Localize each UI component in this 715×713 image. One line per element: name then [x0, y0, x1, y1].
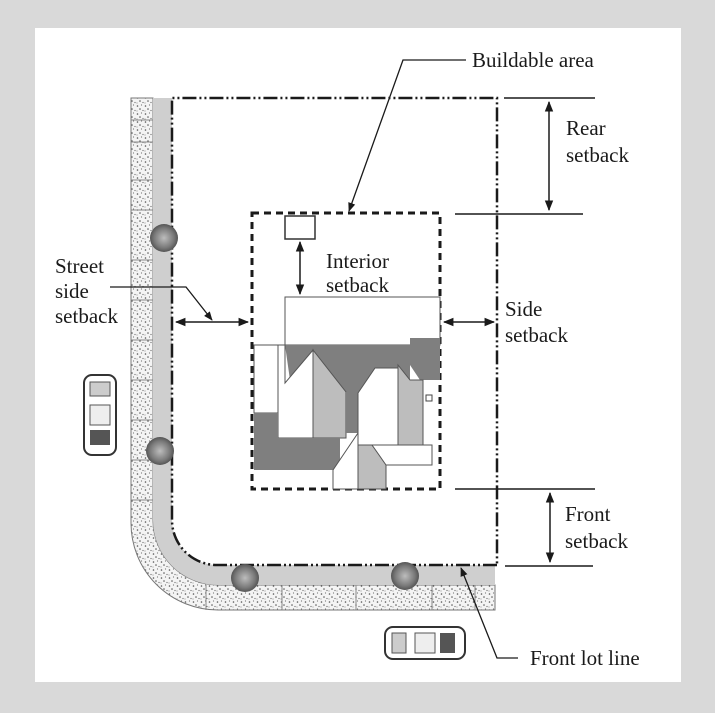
- street-trees: [146, 224, 419, 592]
- tree-icon: [231, 564, 259, 592]
- street-side-setback-label-line3: setback: [55, 304, 118, 328]
- interior-setback-label-line1: Interior: [326, 249, 389, 273]
- rear-setback-dimension: [455, 97, 595, 215]
- car-icon: [384, 626, 466, 660]
- front-setback-label-line2: setback: [565, 529, 628, 553]
- street-side-setback-label-line2: side: [55, 279, 89, 303]
- tree-icon: [391, 562, 419, 590]
- front-setback-dimension: [455, 488, 595, 567]
- side-setback-label-line2: setback: [505, 323, 568, 347]
- rear-setback-label-line2: setback: [566, 143, 629, 167]
- street-side-leader: [110, 286, 213, 321]
- rear-setback-label-line1: Rear: [566, 116, 606, 140]
- side-setback-label-line1: Side: [505, 297, 542, 321]
- car-icon: [83, 374, 117, 456]
- house: [253, 296, 441, 490]
- street-side-setback-label-line1: Street: [55, 254, 104, 278]
- buildable-area-leader: [348, 59, 466, 212]
- lot-line: [170, 96, 499, 567]
- front-lot-line-leader: [460, 567, 518, 659]
- interior-setback-label-line2: setback: [326, 273, 389, 297]
- buildable-area-label: Buildable area: [472, 48, 595, 72]
- accessory-structure: [284, 215, 316, 240]
- front-setback-label-line1: Front: [565, 502, 611, 526]
- tree-icon: [150, 224, 178, 252]
- tree-icon: [146, 437, 174, 465]
- front-lot-line-label: Front lot line: [530, 646, 640, 670]
